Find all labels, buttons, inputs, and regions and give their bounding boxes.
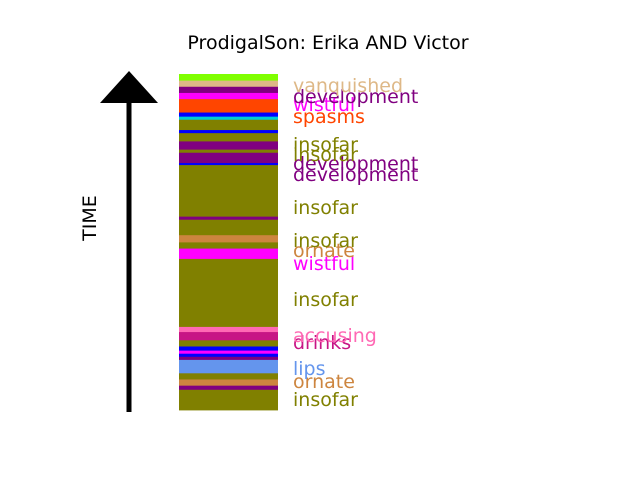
segment-label: development	[293, 153, 418, 175]
bar-segment	[179, 339, 278, 347]
bar-segment	[179, 116, 278, 120]
bar-segment	[179, 353, 278, 357]
segment-label: spasms	[293, 106, 365, 128]
bar-segment	[179, 385, 278, 390]
segment-label: insofar	[293, 134, 358, 156]
segment-label: lips	[293, 358, 326, 380]
time-axis-label: TIME	[79, 195, 101, 242]
segment-label: vanquished	[293, 75, 403, 97]
segment-label: insofar	[293, 230, 358, 252]
segment-labels: insofarornatelipsdrinksaccusinginsofarwi…	[293, 75, 418, 411]
bar-segment	[179, 132, 278, 142]
bar-segments	[179, 74, 278, 411]
bar-segment	[179, 372, 278, 380]
segment-label: development	[293, 164, 418, 186]
bar-segment	[179, 164, 278, 217]
segment-label: ornate	[293, 240, 355, 262]
bar-segment	[179, 149, 278, 153]
bar-segment	[179, 152, 278, 164]
bar-segment	[179, 86, 278, 93]
bar-segment	[179, 346, 278, 351]
segment-label: insofar	[293, 389, 358, 411]
bar-segment	[179, 389, 278, 411]
bar-segment	[179, 350, 278, 354]
segment-label: ornate	[293, 371, 355, 393]
bar-segment	[179, 98, 278, 113]
bar-segment	[179, 119, 278, 131]
bar-segment	[179, 74, 278, 81]
bar-segment	[179, 80, 278, 87]
bar-segment	[179, 112, 278, 117]
bar-segment	[179, 242, 278, 249]
segment-label: wistful	[293, 253, 355, 275]
bar-segment	[179, 219, 278, 236]
segment-label: drinks	[293, 332, 351, 354]
bar-segment	[179, 140, 278, 150]
bar-segment	[179, 162, 278, 166]
chart-title: ProdigalSon: Erika AND Victor	[187, 32, 468, 54]
bar-segment	[179, 129, 278, 134]
bar-segment	[179, 248, 278, 259]
segment-label: insofar	[293, 289, 358, 311]
bar-segment	[179, 356, 278, 360]
bar-segment	[179, 331, 278, 341]
bar-segment	[179, 379, 278, 386]
segment-label: wistful	[293, 94, 355, 116]
bar-segment	[179, 326, 278, 333]
segment-label: accusing	[293, 325, 377, 347]
segment-label: insofar	[293, 144, 358, 166]
segment-label: development	[293, 86, 418, 108]
segment-label: insofar	[293, 197, 358, 219]
bar-segment	[179, 258, 278, 327]
bar-segment	[179, 216, 278, 220]
bar-segment	[179, 234, 278, 243]
bar-segment	[179, 92, 278, 100]
bar-segment	[179, 359, 278, 374]
time-arrow-head	[100, 71, 158, 103]
